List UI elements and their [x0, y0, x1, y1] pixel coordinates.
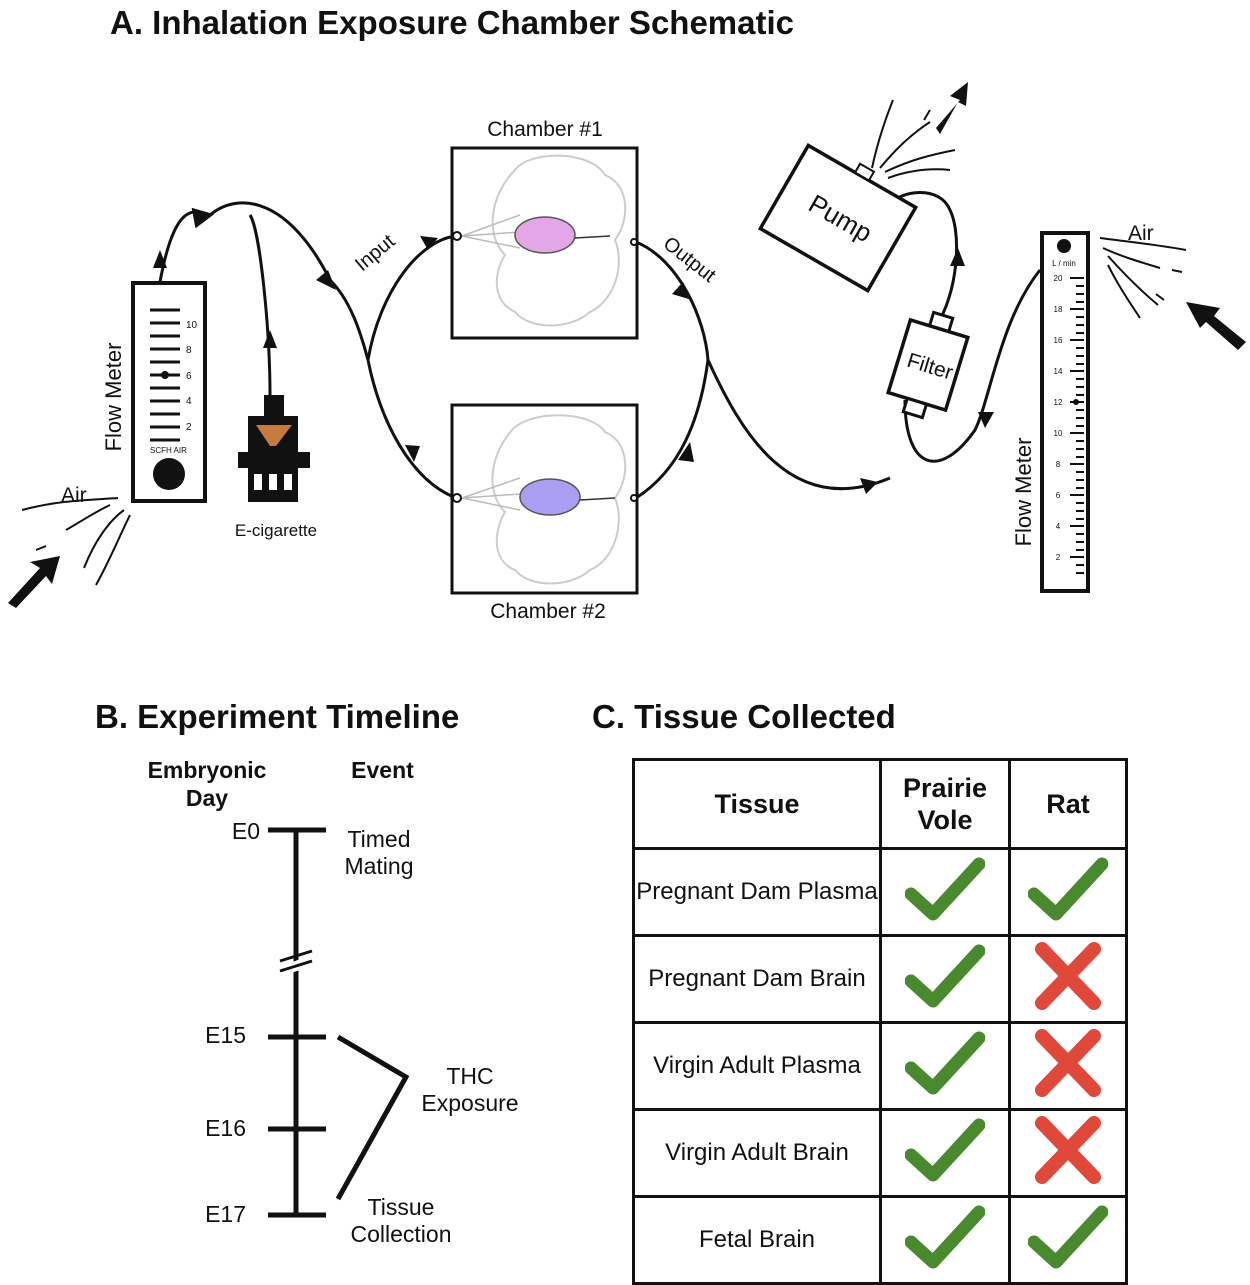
rat-check-icon: [1008, 847, 1128, 937]
rat-cross-icon: [1008, 1108, 1128, 1198]
air-in-arrow-left-icon: [8, 556, 60, 608]
flow-meter-left: 10 8 6 4 2 SCFH AIR: [131, 281, 207, 503]
table-row: Pregnant Dam Brain: [632, 934, 1128, 1024]
flow-meter-left-label: Flow Meter: [101, 343, 126, 452]
header-rat: Rat: [1008, 758, 1128, 850]
mouse-2-icon: [519, 478, 581, 516]
tubing: [158, 191, 1042, 500]
pump: [757, 143, 919, 293]
rat-cross-icon: [1008, 934, 1128, 1024]
flow-meter-right-knob-icon: [1057, 239, 1071, 253]
vole-check-icon: [879, 847, 1011, 937]
table-row: Virgin Adult Brain: [632, 1108, 1128, 1198]
event-thc-exposure: THC Exposure: [421, 1063, 519, 1116]
flow-meter-right-label: Flow Meter: [1011, 438, 1036, 547]
e-cigarette-icon: [238, 395, 310, 502]
panel-a-title: A. Inhalation Exposure Chamber Schematic: [110, 4, 795, 41]
flow-meter-right: L / min: [1040, 231, 1090, 593]
flow-meter-right-tick: 4: [1056, 522, 1061, 531]
filter: [886, 310, 970, 420]
timeline-day-e15: E15: [205, 1022, 246, 1048]
chamber-2-label: Chamber #2: [490, 600, 606, 623]
flow-meter-left-knob-icon: [153, 458, 185, 490]
flow-meter-right-tick: 18: [1054, 305, 1063, 314]
flow-meter-left-tick: 10: [186, 320, 198, 331]
vole-check-icon: [879, 1195, 1011, 1285]
tissue-name: Pregnant Dam Brain: [632, 934, 882, 1024]
timeline: [268, 827, 410, 1218]
flow-meter-right-tick: 2: [1056, 553, 1061, 562]
flow-arrows: [153, 236, 994, 494]
timeline-day-e16: E16: [205, 1115, 246, 1141]
air-right-lines: [1099, 237, 1187, 319]
event-timed-mating: Timed Mating: [344, 826, 414, 879]
rat-cross-icon: [1008, 1021, 1128, 1111]
flow-meter-left-tick: 2: [186, 422, 192, 433]
tissue-table: Tissue Prairie Vole Rat Pregnant Dam Pla…: [632, 758, 1128, 1285]
event-tissue-collection: Tissue Collection: [350, 1194, 452, 1247]
pump-exhaust-lines: [871, 99, 956, 179]
flow-meter-right-tick: 14: [1054, 367, 1063, 376]
tissue-name: Fetal Brain: [632, 1195, 882, 1285]
chamber-1-label: Chamber #1: [487, 118, 603, 141]
exhaust-arrow-icon: [936, 82, 968, 134]
timeline-col-day: Embryonic Day: [147, 757, 267, 811]
tissue-name: Virgin Adult Brain: [632, 1108, 882, 1198]
tissue-name: Virgin Adult Plasma: [632, 1021, 882, 1111]
rat-check-icon: [1008, 1195, 1128, 1285]
table-row: Virgin Adult Plasma: [632, 1021, 1128, 1111]
flow-meter-left-units: SCFH AIR: [150, 446, 187, 455]
flow-meter-left-tick: 4: [186, 396, 192, 407]
chamber-schematic: Chamber #1 Chamber #2 Input Output 10 8 …: [8, 82, 1246, 623]
air-in-arrow-right-icon: [1186, 302, 1246, 350]
panel-c-title: C. Tissue Collected: [592, 698, 896, 735]
air-right-label: Air: [1128, 222, 1154, 245]
timeline-day-e17: E17: [205, 1201, 246, 1227]
table-row: Fetal Brain: [632, 1195, 1128, 1285]
flow-meter-right-units: L / min: [1052, 259, 1076, 268]
chamber-2: [450, 403, 639, 595]
input-label: Input: [351, 230, 400, 276]
timeline-col-event: Event: [351, 757, 414, 783]
flow-meter-right-tick: 8: [1056, 460, 1061, 469]
table-row: Pregnant Dam Plasma: [632, 847, 1128, 937]
flow-meter-right-tick: 12: [1054, 398, 1063, 407]
header-tissue: Tissue: [632, 758, 882, 850]
air-left-lines: [21, 497, 131, 586]
flow-meter-right-tick: 16: [1054, 336, 1063, 345]
flow-meter-right-tick: 6: [1056, 491, 1061, 500]
chamber-1: [450, 146, 639, 340]
tissue-name: Pregnant Dam Plasma: [632, 847, 882, 937]
flow-meter-right-tick: 20: [1054, 274, 1063, 283]
flow-meter-left-tick: 8: [186, 345, 192, 356]
e-cigarette-label: E-cigarette: [235, 521, 317, 540]
flow-meter-left-tick: 6: [186, 371, 192, 382]
panel-b-title: B. Experiment Timeline: [95, 698, 460, 735]
vole-check-icon: [879, 1021, 1011, 1111]
vole-check-icon: [879, 1108, 1011, 1198]
flow-meter-right-tick: 10: [1054, 429, 1063, 438]
vole-check-icon: [879, 934, 1011, 1024]
header-prairie-vole: Prairie Vole: [879, 758, 1011, 850]
mouse-1-icon: [514, 216, 576, 254]
output-label: Output: [659, 233, 720, 288]
air-left-label: Air: [61, 484, 87, 507]
timeline-day-e0: E0: [231, 818, 260, 844]
